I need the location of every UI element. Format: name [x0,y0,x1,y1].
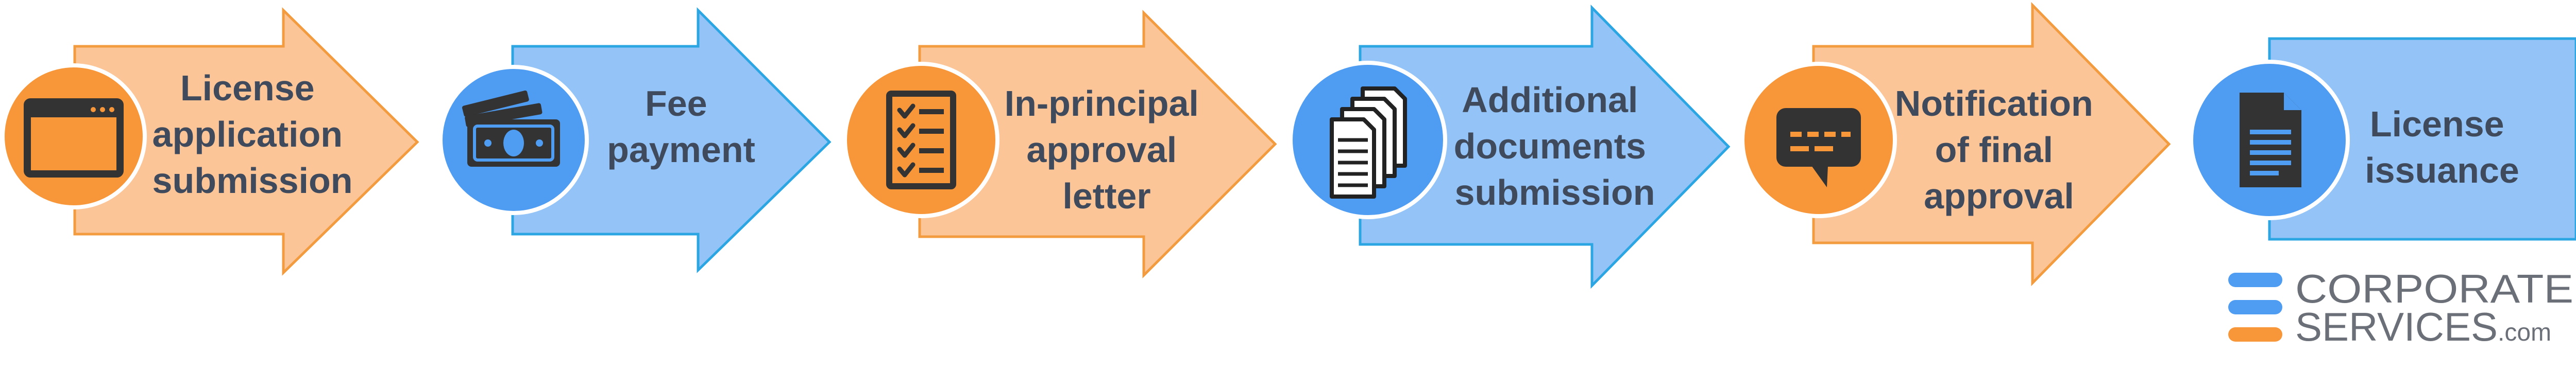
step-4-label-line-3: submission [1455,172,1655,213]
step-6-label: License issuance [2365,104,2519,190]
step-6-label-line-2: issuance [2365,150,2519,190]
step-1-label-line-3: submission [152,161,353,201]
step-3-label-line-1: In-principal [1005,83,1199,123]
document-icon [2240,93,2301,187]
corporate-services-logo: CORPORATE SERVICES.com [2228,266,2573,349]
message-icon [1776,108,1861,187]
step-3-arrow [918,9,1277,279]
logo-suffix: .com [2498,319,2551,346]
step-5-label-line-2: of final [1935,130,2053,170]
step-2-label-line-1: Fee [645,83,707,123]
money-icon [462,90,560,167]
logo-stripes-icon [2228,273,2282,342]
step-1-label-line-1: License [180,68,315,108]
step-1-label: License application submission [152,68,353,201]
logo-line-1: CORPORATE [2295,266,2573,311]
step-3-circle [843,62,999,218]
step-2-label: Fee payment [607,83,755,170]
step-6: License issuance [2189,37,2576,241]
step-3: In-principal approval letter [843,9,1277,279]
step-4: Additional documents submission [1289,4,1731,289]
step-4-arrow [1359,4,1731,289]
step-5-label-line-3: approval [1924,176,2074,216]
step-2-label-line-2: payment [607,130,755,170]
step-1-arrow [73,7,419,276]
step-1: License application submission [1,7,419,276]
logo-line-2: SERVICES.com [2295,304,2551,349]
step-3-label: In-principal approval letter [1005,83,1209,216]
step-5-label: Notification of final approval [1895,83,2103,216]
browser-window-icon [24,98,124,178]
step-2-arrow [511,7,832,273]
checklist-icon [886,91,956,189]
step-6-label-line-1: License [2370,104,2504,144]
step-4-label-line-1: Additional [1462,80,1638,120]
step-2: Fee payment [438,7,832,273]
step-4-label-line-2: documents [1454,126,1646,166]
logo-services: SERVICES [2295,304,2498,349]
step-3-label-line-2: approval [1026,130,1177,170]
step-4-label: Additional documents submission [1454,80,1656,213]
step-5: Notification of final approval [1740,2,2171,287]
step-5-label-line-1: Notification [1895,83,2093,123]
documents-icon [1330,86,1407,199]
step-3-label-line-3: letter [1062,176,1150,216]
step-1-label-line-2: application [152,114,343,154]
step-5-arrow [1812,2,2171,287]
